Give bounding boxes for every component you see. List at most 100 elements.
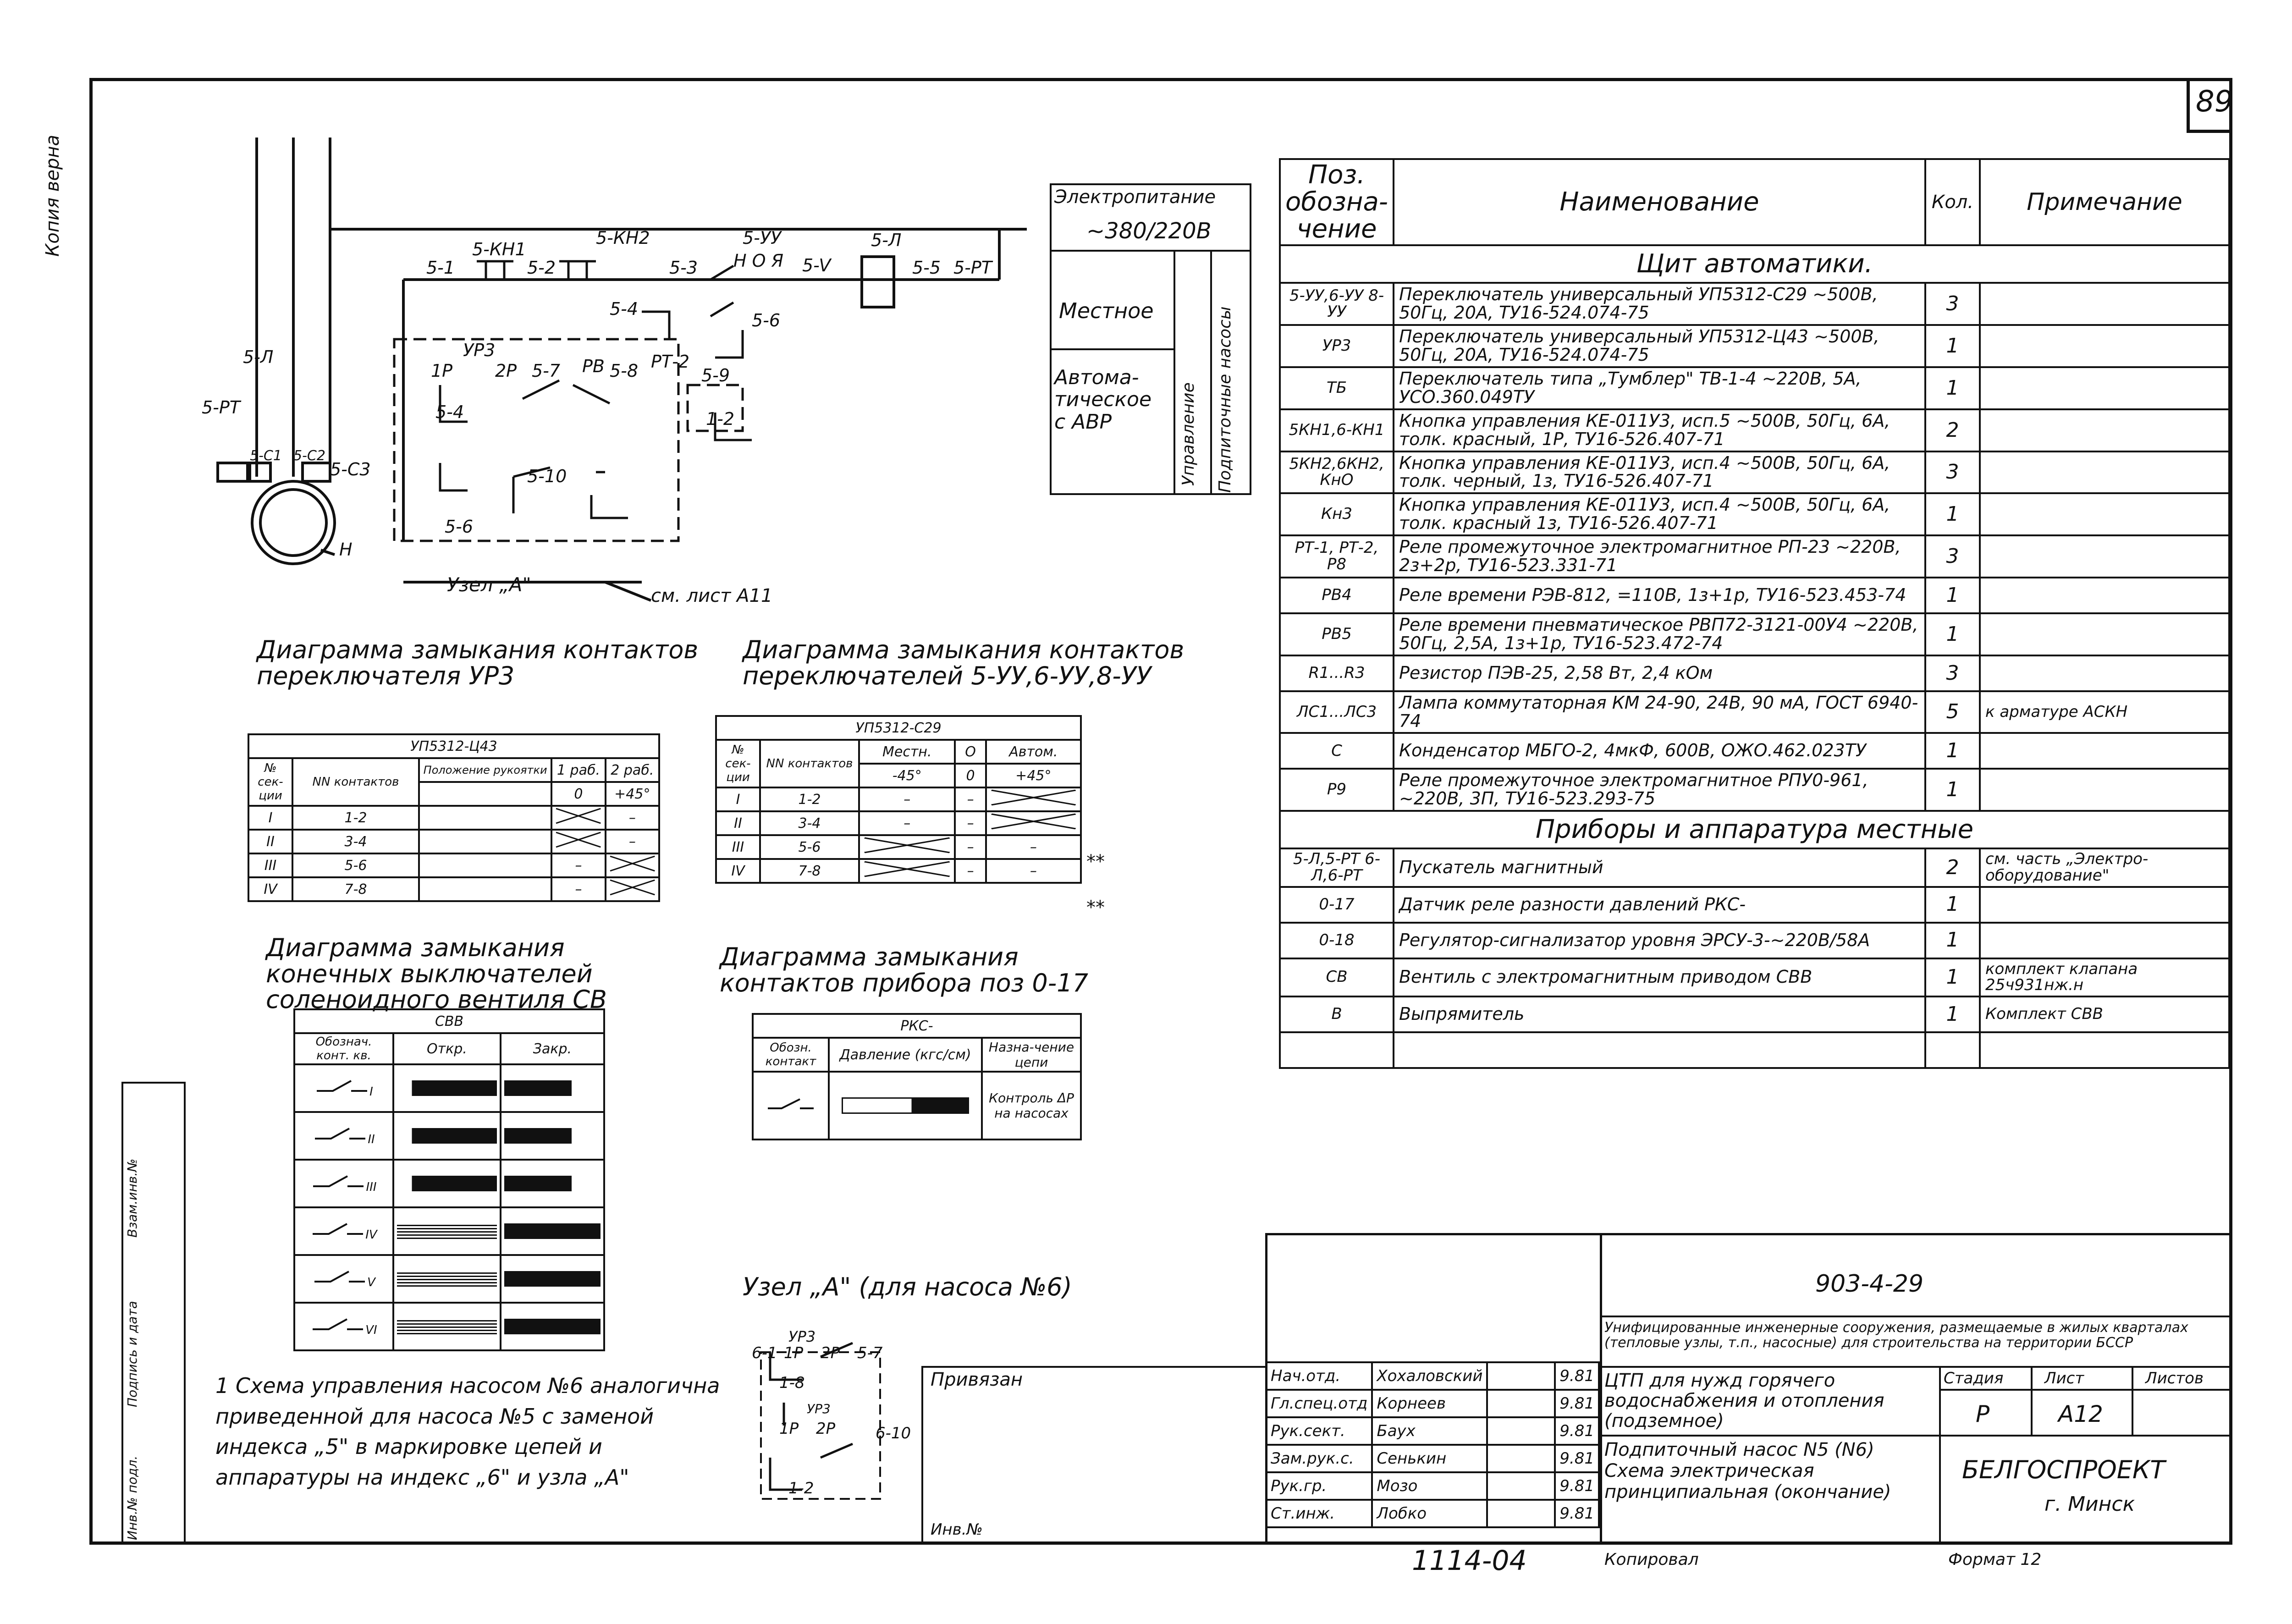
- spec-name: Пускатель магнитный: [1392, 848, 1927, 888]
- diag1-state: [551, 829, 606, 854]
- tb-org: БЕЛГОСПРОЕКТ: [1962, 1455, 2165, 1484]
- spec-note: [1979, 576, 2230, 614]
- diag3-closed-state: [499, 1063, 606, 1113]
- signature-role: Рук.сект.: [1265, 1416, 1373, 1446]
- spec-pos: 5-Л,5-РТ 6-Л,6-РТ: [1279, 848, 1394, 888]
- spec-qty: 1: [1924, 324, 1981, 368]
- diag3-contact: VI: [293, 1302, 394, 1351]
- limit-switch-icon: [314, 1271, 365, 1283]
- diag2-contact: 3-4: [759, 810, 860, 836]
- spec-qty: 3: [1924, 450, 1981, 495]
- diag3-closed-state: [499, 1302, 606, 1351]
- diag3-h-open: Откр.: [392, 1032, 501, 1065]
- spec-qty: 1: [1924, 957, 1981, 997]
- sheet-ref-label: см. лист А11: [651, 585, 773, 606]
- diag2-title: Диаграмма замыкания контактов переключат…: [743, 635, 1185, 690]
- label-5-9: 5-9: [701, 365, 730, 385]
- closed-contact-mark-icon: [610, 855, 655, 872]
- diag1-contact: 3-4: [292, 829, 420, 854]
- diag2-state: –: [954, 810, 987, 836]
- diag2-section: I: [715, 787, 761, 812]
- sheet-number: 89: [2196, 85, 2233, 119]
- label-5-kn1: 5-КН1: [472, 239, 526, 259]
- diag2-h-auto: Автом.: [985, 739, 1082, 765]
- tb-v2: [1939, 1366, 1941, 1545]
- diag2-state: [985, 810, 1082, 836]
- footnote: 1 Схема управления насосом №6 аналогична…: [215, 1373, 720, 1490]
- spec-qty: 1: [1924, 921, 1981, 959]
- nb-1p-b: 1Р: [779, 1420, 799, 1438]
- nb-5-7: 5-7: [857, 1344, 883, 1362]
- spec-pos: РВ5: [1279, 612, 1394, 656]
- spec-h-note: Примечание: [1979, 158, 2230, 247]
- diag2-h-o: О: [954, 739, 987, 765]
- spec-qty: 2: [1924, 848, 1981, 888]
- label-1p: 1Р: [431, 361, 453, 381]
- spec-qty: [1924, 1031, 1981, 1069]
- spec-name: Переключатель типа „Тумблер" ТВ-1-4 ~220…: [1392, 366, 1927, 410]
- spec-pos: Р9: [1279, 768, 1394, 812]
- signature-sign: [1486, 1389, 1556, 1418]
- spec-qty: 1: [1924, 995, 1981, 1033]
- signature-person: Хохаловский: [1371, 1361, 1488, 1391]
- signature-date: 9.81: [1554, 1444, 1600, 1473]
- signature-date: 9.81: [1554, 1361, 1600, 1391]
- diag4-h-contact: Обозн. контакт: [752, 1037, 830, 1073]
- spec-note: [1979, 534, 2230, 578]
- spec-pos: ТБ: [1279, 366, 1394, 410]
- spec-note: [1979, 732, 2230, 770]
- spec-qty: 3: [1924, 282, 1981, 326]
- node-a-label: Узел „А": [447, 573, 531, 596]
- diag3-open-bar: [397, 1223, 497, 1239]
- spec-pos: В: [1279, 995, 1394, 1033]
- spec-qty: 1: [1924, 732, 1981, 770]
- diag2-contact: 7-8: [759, 858, 860, 884]
- spec-qty: 3: [1924, 534, 1981, 578]
- spec-qty: 1: [1924, 886, 1981, 924]
- diag3-open-bar: [397, 1319, 497, 1334]
- diag1-section: III: [248, 853, 293, 878]
- diag1-angle-1: 0: [551, 781, 606, 807]
- diag2-angle-1: -45°: [858, 763, 956, 788]
- diag3-contact-label: V: [367, 1276, 375, 1289]
- spec-qty: 1: [1924, 366, 1981, 410]
- spec-name: Датчик реле разности давлений РКС-: [1392, 886, 1927, 924]
- spec-name: Регулятор-сигнализатор уровня ЭРСУ-3-~22…: [1392, 921, 1927, 959]
- spec-section-1-title: Щит автоматики.: [1279, 244, 2230, 284]
- diag1-state: [551, 805, 606, 831]
- spec-pos: R1...R3: [1279, 654, 1394, 692]
- diag2-h-section: № сек-ции: [715, 739, 761, 788]
- signature-date: 9.81: [1554, 1389, 1600, 1418]
- signature-sign: [1486, 1361, 1556, 1391]
- diag2-table: УП5312-С29 № сек-ции NN контактов Местн.…: [715, 715, 1082, 884]
- diag3-closed-bar: [504, 1223, 601, 1239]
- diag1-empty: [418, 781, 553, 807]
- label-5-3: 5-3: [669, 258, 698, 278]
- diag2-state: –: [985, 858, 1082, 884]
- diag1-h-position: Положение рукоятки: [418, 757, 553, 783]
- diag1-state: –: [604, 805, 661, 831]
- nb-2p: 2Р: [821, 1344, 840, 1362]
- diag3-open-state: [392, 1206, 501, 1256]
- spec-pos: ЛС1...ЛС3: [1279, 690, 1394, 734]
- diag3-closed-bar: [504, 1319, 601, 1334]
- diag3-row: V: [293, 1254, 606, 1304]
- label-5-uu: 5-УУ: [743, 228, 782, 248]
- diag1-blank: [418, 829, 553, 854]
- signature-person: Лобко: [1371, 1499, 1488, 1528]
- spec-header-row: Поз. обозна-чение Наименование Кол. Прим…: [1279, 158, 2230, 247]
